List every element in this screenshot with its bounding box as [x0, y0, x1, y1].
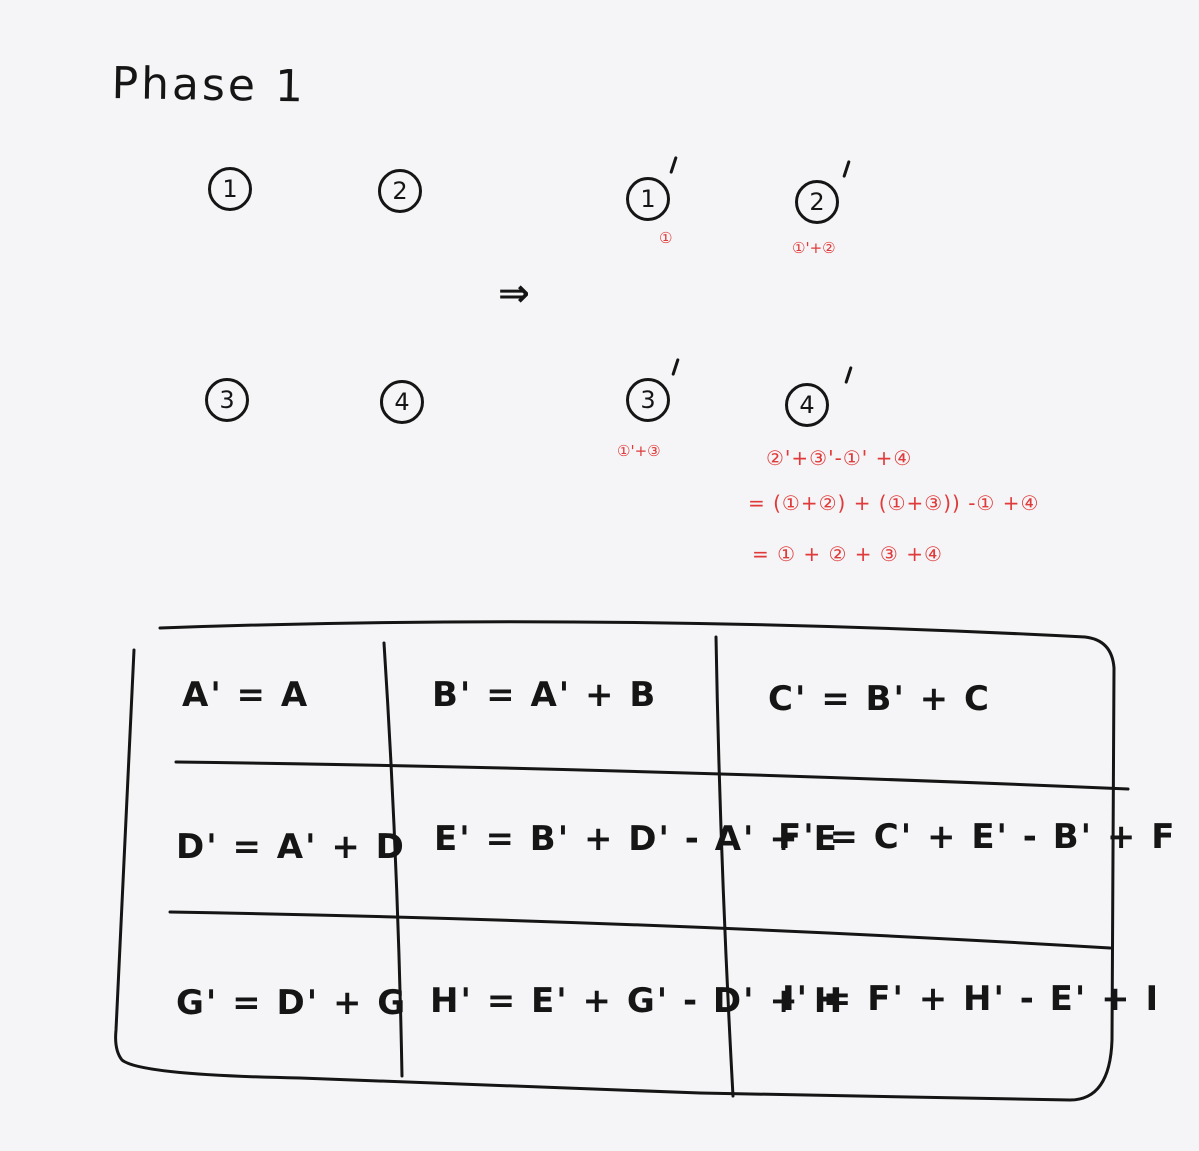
right-node-3-prime: [671, 357, 680, 377]
left-node-2: 2: [378, 169, 422, 213]
right-node-3-label: 3: [640, 386, 656, 414]
page-title: Phase 1: [111, 58, 307, 113]
cell-e: E' = B' + D' - A' + E: [434, 819, 839, 859]
cell-h: H' = E' + G' - D' + H: [430, 981, 845, 1021]
annotation-node-2: ①'+②: [792, 239, 836, 257]
annotation-node-1: ①: [659, 229, 673, 247]
annotation-node-3: ①'+③: [617, 442, 661, 460]
right-node-1-prime: [669, 155, 678, 175]
left-node-2-label: 2: [392, 177, 408, 205]
right-node-2-label: 2: [809, 188, 825, 216]
annotation-node-4-line3: = ① + ② + ③ +④: [752, 542, 943, 566]
left-node-3: 3: [205, 378, 249, 422]
cell-g: G' = D' + G: [176, 983, 408, 1023]
right-node-4-prime: [844, 365, 853, 385]
annotation-node-4-line1: ②'+③'-①' +④: [766, 446, 913, 470]
cell-b: B' = A' + B: [432, 675, 658, 715]
cell-c: C' = B' + C: [768, 679, 991, 719]
left-node-1: 1: [208, 167, 252, 211]
row-divider-2: [168, 910, 1112, 950]
transform-arrow: ⇒: [498, 271, 530, 315]
left-node-4: 4: [380, 380, 424, 424]
cell-a: A' = A: [182, 675, 310, 715]
right-node-1: 1: [626, 177, 670, 221]
cell-f: F' = C' + E' - B' + F: [778, 817, 1177, 857]
left-node-1-label: 1: [222, 175, 238, 203]
right-node-3: 3: [626, 378, 670, 422]
cell-i: I' = F' + H' - E' + I: [782, 979, 1161, 1019]
right-node-2: 2: [795, 180, 839, 224]
left-node-4-label: 4: [394, 388, 410, 416]
left-node-3-label: 3: [219, 386, 235, 414]
row-divider-1: [174, 760, 1130, 791]
right-node-4: 4: [785, 383, 829, 427]
right-node-2-prime: [842, 159, 851, 179]
right-node-1-label: 1: [640, 185, 656, 213]
cell-d: D' = A' + D: [176, 827, 406, 867]
right-node-4-label: 4: [799, 391, 815, 419]
annotation-node-4-line2: = (①+②) + (①+③)) -① +④: [748, 491, 1040, 515]
col-divider-2: [714, 635, 735, 1098]
